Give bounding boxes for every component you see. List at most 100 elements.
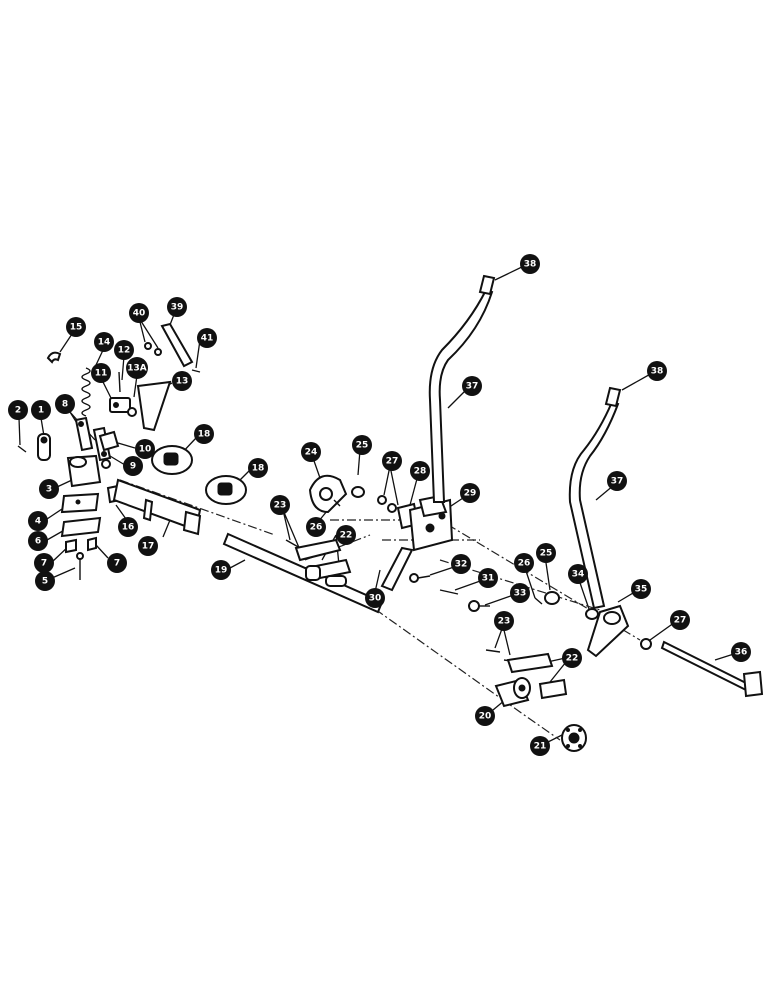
callout-marker <box>91 363 111 383</box>
callout-label: 22 <box>566 654 579 664</box>
callout-label: 41 <box>201 334 214 344</box>
callout-25b: 25 <box>536 543 556 563</box>
leader-19 <box>229 559 246 569</box>
leader-12 <box>121 355 125 381</box>
callout-marker <box>172 371 192 391</box>
leader-31 <box>454 579 484 591</box>
callout-16: 16 <box>118 517 138 537</box>
leader-41 <box>195 339 201 369</box>
callout-marker <box>382 451 402 471</box>
callout-label: 40 <box>133 309 146 319</box>
callout-label: 16 <box>122 523 135 533</box>
callout-label: 37 <box>611 477 624 487</box>
callout-label: 18 <box>252 464 265 474</box>
callout-label: 28 <box>414 467 427 477</box>
bolt-31 <box>439 589 459 595</box>
callout-label: 36 <box>735 648 748 658</box>
leader-37a <box>447 389 467 409</box>
leader-11 <box>101 379 113 401</box>
bolt-12 <box>118 371 121 393</box>
callout-label: 22 <box>340 531 353 541</box>
callout-15: 15 <box>66 317 86 337</box>
callout-marker <box>197 328 217 348</box>
callout-marker <box>530 736 550 756</box>
callout-13: 13 <box>172 371 192 391</box>
washer-27a-2 <box>387 503 397 513</box>
callout-label: 29 <box>464 489 477 499</box>
lever-13 <box>136 380 172 432</box>
callout-7b: 7 <box>107 553 127 573</box>
callout-marker <box>301 442 321 462</box>
callout-marker <box>138 536 158 556</box>
bushing-25a <box>351 486 365 498</box>
callout-marker <box>167 297 187 317</box>
leader-10 <box>117 442 136 449</box>
hook-15 <box>46 351 62 364</box>
callout-label: 7 <box>114 559 120 569</box>
pin-41 <box>191 369 201 373</box>
callout-18a: 18 <box>194 424 214 444</box>
callout-2: 2 <box>8 400 28 420</box>
callout-marker <box>494 611 514 631</box>
lever-37b <box>568 400 620 610</box>
callout-marker <box>8 400 28 420</box>
callout-label: 39 <box>171 303 184 313</box>
callout-marker <box>336 525 356 545</box>
callout-label: 4 <box>35 517 41 527</box>
callout-label: 30 <box>369 594 382 604</box>
callout-5: 5 <box>35 571 55 591</box>
washer-27a-1 <box>377 495 387 505</box>
callout-29: 29 <box>460 483 480 503</box>
callout-label: 35 <box>635 585 648 595</box>
callout-label: 7 <box>41 559 47 569</box>
callout-39: 39 <box>167 297 187 317</box>
callout-23a: 23 <box>270 495 290 515</box>
part-7-right <box>87 536 97 552</box>
left-cluster <box>17 322 247 580</box>
callout-marker <box>568 564 588 584</box>
bracket-20 <box>494 677 531 708</box>
callout-marker <box>194 424 214 444</box>
callout-marker <box>39 479 59 499</box>
callout-label: 13 <box>176 377 189 387</box>
bracket-11 <box>109 397 131 413</box>
callout-label: 23 <box>498 617 511 627</box>
callout-25a: 25 <box>352 435 372 455</box>
disc-18b <box>205 475 247 505</box>
centerline-arms <box>382 539 601 611</box>
callout-9: 9 <box>123 456 143 476</box>
tube-17 <box>112 478 202 536</box>
callout-marker <box>607 471 627 491</box>
callout-marker <box>520 254 540 274</box>
flange-21 <box>561 724 587 752</box>
callout-marker <box>135 439 155 459</box>
callout-marker <box>352 435 372 455</box>
callout-label: 6 <box>35 537 41 547</box>
callout-marker <box>270 495 290 515</box>
callout-marker <box>123 456 143 476</box>
callout-marker <box>211 560 231 580</box>
callout-marker <box>365 588 385 608</box>
callout-marker <box>410 461 430 481</box>
callout-marker <box>66 317 86 337</box>
pin-26a <box>333 499 341 507</box>
callout-label: 15 <box>70 323 83 333</box>
callout-36: 36 <box>731 642 751 662</box>
callout-37a: 37 <box>462 376 482 396</box>
callout-23b: 23 <box>494 611 514 631</box>
part-7-left <box>65 538 77 554</box>
callout-marker <box>107 553 127 573</box>
callout-3: 3 <box>39 479 59 499</box>
callout-label: 17 <box>142 542 155 552</box>
callout-label: 26 <box>310 523 323 533</box>
housing-29 <box>408 494 454 552</box>
callout-37b: 37 <box>607 471 627 491</box>
callout-22b: 22 <box>562 648 582 668</box>
callout-marker <box>126 357 148 379</box>
callout-marker <box>28 531 48 551</box>
callout-11: 11 <box>91 363 111 383</box>
pin-26b <box>534 597 543 605</box>
part-10 <box>98 430 120 452</box>
callout-40: 40 <box>129 303 149 323</box>
